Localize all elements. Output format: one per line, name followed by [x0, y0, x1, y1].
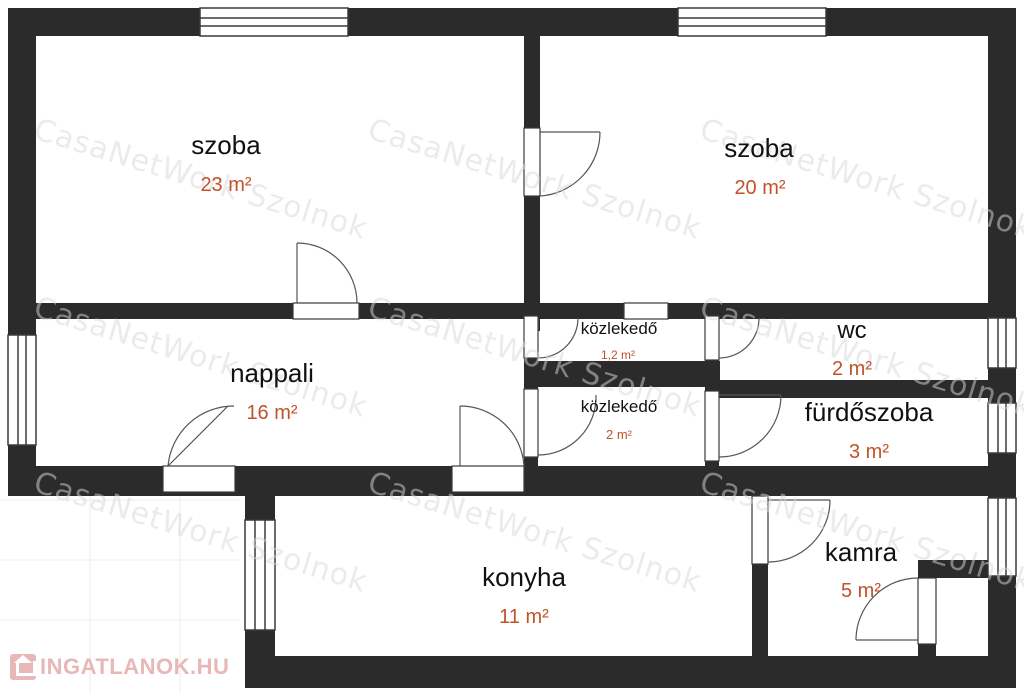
door-openings — [162, 127, 937, 645]
room-area-kamra: 5 m² — [841, 580, 881, 602]
ingatlanok-logo: INGATLANOK.HU — [10, 652, 229, 682]
windows — [7, 7, 1017, 631]
room-name-szoba-right: szoba — [724, 133, 794, 163]
room-name-nappali: nappali — [230, 358, 314, 388]
room-area-konyha: 11 m² — [499, 606, 549, 628]
room-area-furdoszoba: 3 m² — [849, 441, 889, 463]
room-area-wc: 2 m² — [832, 358, 872, 380]
logo-text: INGATLANOK.HU — [40, 654, 230, 679]
room-name-szoba-left: szoba — [191, 130, 261, 160]
room-area-kozlekedo-upper: 1,2 m² — [600, 348, 636, 362]
room-area-szoba-right: 20 m² — [734, 177, 786, 199]
room-area-nappali: 16 m² — [246, 402, 298, 424]
room-area-szoba-left: 23 m² — [200, 174, 252, 196]
background-grid — [0, 480, 240, 692]
room-area-kozlekedo-lower: 2 m² — [606, 427, 632, 442]
house-icon — [10, 654, 36, 680]
room-name-konyha: konyha — [482, 562, 566, 592]
room-name-kozlekedo-upper: közlekedő — [580, 319, 658, 338]
room-name-kamra: kamra — [824, 537, 898, 567]
door-swings — [167, 131, 919, 641]
room-name-furdoszoba: fürdőszoba — [804, 397, 934, 427]
room-name-wc: wc — [837, 317, 867, 344]
room-name-kozlekedo-lower: közlekedő — [580, 397, 658, 416]
